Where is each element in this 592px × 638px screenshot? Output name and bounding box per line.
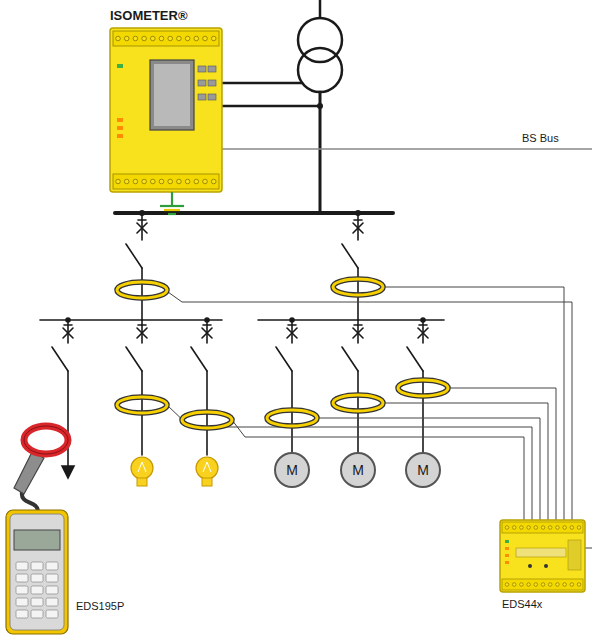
node-text: M — [286, 462, 298, 478]
node-text: M — [417, 462, 429, 478]
ct-wires — [167, 287, 592, 548]
eds44x-device — [500, 520, 585, 592]
node-text: M — [352, 462, 364, 478]
current-transformers — [117, 279, 448, 428]
bus-label: BS Bus — [522, 132, 559, 145]
device-label: EDS195P — [76, 600, 124, 613]
node-text: EDS195P — [76, 600, 124, 613]
busbar — [115, 211, 393, 215]
bs-bus-line — [222, 148, 592, 149]
motor-symbol: M — [405, 452, 441, 488]
motor-symbol: M — [340, 452, 376, 488]
transformer-winding — [298, 48, 342, 92]
isometer-device — [110, 28, 222, 192]
node-text: EDS44x — [502, 598, 542, 611]
motor-symbol: M — [274, 452, 310, 488]
busbar — [258, 319, 444, 321]
device-label: EDS44x — [502, 598, 542, 611]
lamp-symbol — [131, 457, 153, 486]
node-text: ISOMETER® — [110, 9, 187, 24]
handheld-device — [6, 510, 68, 634]
earth-symbol — [160, 192, 184, 214]
measuring-clamp — [14, 426, 68, 512]
device-label: ISOMETER® — [110, 9, 187, 24]
lamp-symbol — [196, 457, 218, 486]
